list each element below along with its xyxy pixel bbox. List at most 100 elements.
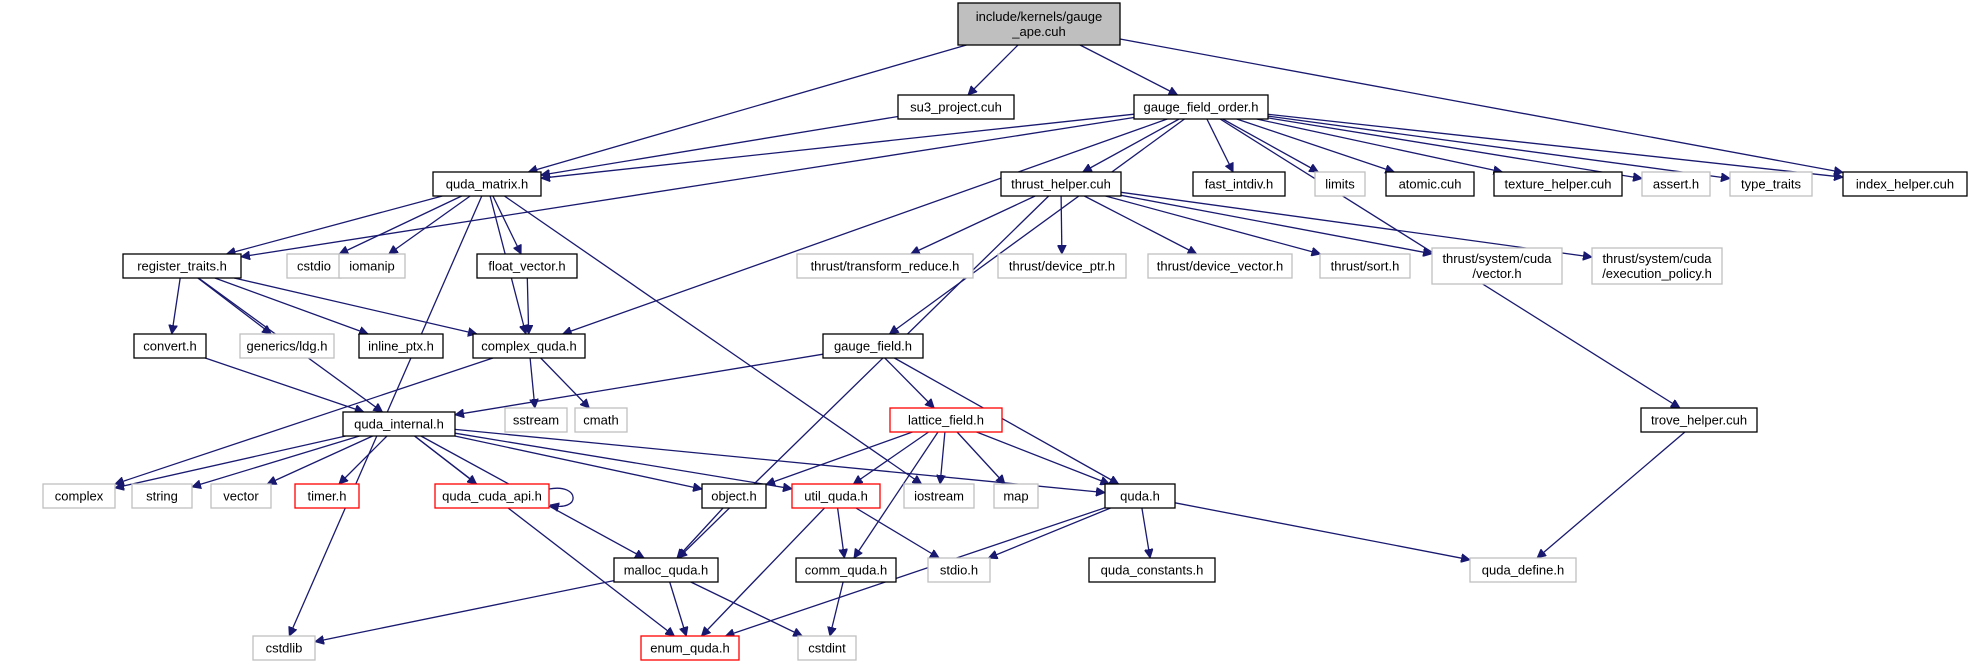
edge-gauge_field_order-to-quda_matrix [541, 113, 1135, 178]
node-thrust_cuda_vector[interactable]: thrust/system/cuda/vector.h [1431, 247, 1563, 285]
edge-gauge_field_order-to-limits [1222, 118, 1319, 173]
node-timer[interactable]: timer.h [294, 483, 360, 509]
node-thrust_sort[interactable]: thrust/sort.h [1319, 253, 1411, 279]
edge-thrust_helper-to-thrust_sort [1105, 195, 1321, 254]
node-box [613, 557, 719, 583]
edge-util_quda-to-enum_quda [702, 507, 825, 636]
node-limits[interactable]: limits [1314, 171, 1366, 197]
edge-quda_matrix-to-cstdio [339, 195, 462, 254]
node-box [822, 333, 924, 359]
node-lattice_field[interactable]: lattice_field.h [889, 407, 1003, 433]
node-iomanip[interactable]: iomanip [338, 253, 406, 279]
edge-malloc_quda-to-enum_quda [669, 581, 687, 636]
node-box [1133, 94, 1269, 120]
node-cstdio[interactable]: cstdio [286, 253, 342, 279]
node-box [342, 411, 456, 437]
node-thrust_cuda_exec[interactable]: thrust/system/cuda/execution_policy.h [1591, 247, 1723, 285]
node-malloc_quda[interactable]: malloc_quda.h [613, 557, 719, 583]
node-label: sstream [513, 413, 559, 428]
node-string[interactable]: string [131, 483, 193, 509]
node-label: gauge_field_order.h [1144, 100, 1259, 115]
node-quda_internal[interactable]: quda_internal.h [342, 411, 456, 437]
node-iostream[interactable]: iostream [903, 483, 975, 509]
edge-gauge_field_order-to-gauge_field [890, 118, 1185, 334]
node-su3_project[interactable]: su3_project.cuh [897, 94, 1015, 120]
edge-thrust_helper-to-thrust_device_ptr [1061, 195, 1062, 254]
node-box [574, 407, 628, 433]
node-trove_helper[interactable]: trove_helper.cuh [1640, 407, 1758, 433]
node-box [927, 557, 991, 583]
node-cstdint[interactable]: cstdint [797, 635, 857, 661]
node-box [1147, 253, 1293, 279]
node-comm_quda[interactable]: comm_quda.h [795, 557, 897, 583]
edge-quda_matrix-to-iostream [504, 195, 921, 484]
node-sstream[interactable]: sstream [504, 407, 568, 433]
node-thrust_device_ptr[interactable]: thrust/device_ptr.h [997, 253, 1127, 279]
node-label: fast_intdiv.h [1205, 177, 1273, 192]
edge-quda-to-stdio [988, 507, 1111, 558]
node-box [903, 483, 975, 509]
node-gauge_ape[interactable]: include/kernels/gauge_ape.cuh [957, 2, 1121, 46]
node-label: limits [1325, 177, 1355, 192]
node-complex[interactable]: complex [42, 483, 116, 509]
node-thrust_device_vector[interactable]: thrust/device_vector.h [1147, 253, 1293, 279]
node-stdio[interactable]: stdio.h [927, 557, 991, 583]
node-convert[interactable]: convert.h [133, 333, 207, 359]
node-label: string [146, 489, 178, 504]
node-util_quda[interactable]: util_quda.h [791, 483, 881, 509]
node-gauge_field_order[interactable]: gauge_field_order.h [1133, 94, 1269, 120]
node-label: util_quda.h [804, 489, 868, 504]
node-enum_quda[interactable]: enum_quda.h [640, 635, 740, 661]
node-complex_quda[interactable]: complex_quda.h [472, 333, 586, 359]
node-quda_define[interactable]: quda_define.h [1469, 557, 1577, 583]
node-quda[interactable]: quda.h [1104, 483, 1176, 509]
node-label: trove_helper.cuh [1651, 413, 1747, 428]
edge-thrust_helper-to-thrust_cuda_vector [1120, 194, 1432, 254]
node-box [897, 94, 1015, 120]
edge-lattice_field-to-map [956, 431, 1005, 484]
node-box [286, 253, 342, 279]
node-label: assert.h [1653, 177, 1699, 192]
node-label: lattice_field.h [908, 413, 984, 428]
edge-quda_internal-to-object [454, 435, 702, 489]
node-label: index_helper.cuh [1856, 177, 1954, 192]
node-atomic[interactable]: atomic.cuh [1385, 171, 1475, 197]
node-label: quda.h [1120, 489, 1160, 504]
node-box [1641, 171, 1711, 197]
node-gauge_field[interactable]: gauge_field.h [822, 333, 924, 359]
node-label: /execution_policy.h [1602, 266, 1712, 281]
node-thrust_helper[interactable]: thrust_helper.cuh [1000, 171, 1122, 197]
node-box [432, 171, 542, 197]
edge-float_vector-to-complex_quda [527, 277, 528, 334]
node-cstdlib[interactable]: cstdlib [252, 635, 316, 661]
node-label: thrust/device_ptr.h [1009, 259, 1115, 274]
node-thrust_transform_reduce[interactable]: thrust/transform_reduce.h [796, 253, 974, 279]
node-label: timer.h [307, 489, 346, 504]
node-quda_matrix[interactable]: quda_matrix.h [432, 171, 542, 197]
node-quda_cuda_api[interactable]: quda_cuda_api.h [434, 483, 550, 509]
node-quda_constants[interactable]: quda_constants.h [1088, 557, 1216, 583]
node-label: cstdint [808, 641, 846, 656]
node-map[interactable]: map [993, 483, 1039, 509]
node-box [1591, 247, 1723, 285]
node-vector[interactable]: vector [210, 483, 272, 509]
node-type_traits[interactable]: type_traits [1729, 171, 1813, 197]
node-box [1842, 171, 1968, 197]
edge-util_quda-to-comm_quda [836, 507, 845, 558]
node-float_vector[interactable]: float_vector.h [476, 253, 578, 279]
edge-thrust_helper-to-thrust_transform_reduce [911, 195, 1036, 254]
node-register_traits[interactable]: register_traits.h [122, 253, 242, 279]
node-box [1640, 407, 1758, 433]
node-label: stdio.h [940, 563, 978, 578]
node-inline_ptx[interactable]: inline_ptx.h [358, 333, 444, 359]
edge-malloc_quda-to-cstdint [690, 581, 802, 637]
node-index_helper[interactable]: index_helper.cuh [1842, 171, 1968, 197]
node-fast_intdiv[interactable]: fast_intdiv.h [1192, 171, 1286, 197]
node-label: thrust/device_vector.h [1157, 259, 1283, 274]
node-object[interactable]: object.h [701, 483, 767, 509]
node-generics_ldg[interactable]: generics/ldg.h [239, 333, 335, 359]
node-cmath[interactable]: cmath [574, 407, 628, 433]
node-texture_helper[interactable]: texture_helper.cuh [1493, 171, 1623, 197]
node-assert[interactable]: assert.h [1641, 171, 1711, 197]
node-box [1431, 247, 1563, 285]
